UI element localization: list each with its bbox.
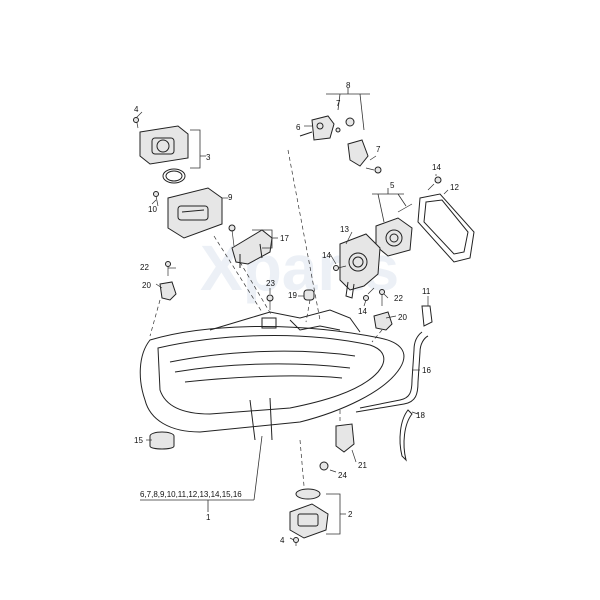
bolt-lower xyxy=(293,537,299,546)
lamp-module xyxy=(375,203,413,257)
wiring-loom xyxy=(359,331,423,409)
support-bracket xyxy=(228,224,273,268)
callout-24: 24 xyxy=(338,471,347,480)
callout-17: 17 xyxy=(280,234,289,243)
callout-4-upper: 4 xyxy=(134,105,139,114)
callout-16: 16 xyxy=(422,366,431,375)
screw-right-22 xyxy=(379,289,385,306)
callout-14-mid-left: 14 xyxy=(322,251,331,260)
callout-11: 11 xyxy=(422,287,431,296)
module-holder xyxy=(339,233,381,299)
callout-23: 23 xyxy=(266,279,275,288)
callout-3: 3 xyxy=(206,153,211,162)
holder-right-20 xyxy=(373,311,393,331)
screw-left-22 xyxy=(165,261,171,276)
callout-21: 21 xyxy=(358,461,367,470)
bolt-upper xyxy=(133,117,139,129)
vent-hose xyxy=(399,409,413,462)
callout-20-right: 20 xyxy=(398,313,407,322)
callout-9: 9 xyxy=(228,193,233,202)
socket-21 xyxy=(335,423,355,453)
callout-1: 1 xyxy=(206,513,211,522)
actuator-clip xyxy=(335,117,382,174)
screw-mid-left xyxy=(333,265,339,271)
rear-cover xyxy=(417,193,475,263)
callout-7-lower: 7 xyxy=(376,145,381,154)
callout-14-mid-right: 14 xyxy=(358,307,367,316)
callout-22-right: 22 xyxy=(394,294,403,303)
mounting-bracket xyxy=(153,187,223,239)
plug-19 xyxy=(303,289,315,301)
callout-4-lower: 4 xyxy=(280,536,285,545)
leveling-actuator xyxy=(299,115,335,141)
callout-6: 6 xyxy=(296,123,301,132)
cover-cap xyxy=(149,431,175,450)
callout-22-left: 22 xyxy=(140,263,149,272)
callout-2: 2 xyxy=(348,510,353,519)
screw-upper xyxy=(434,176,442,184)
callout-19: 19 xyxy=(288,291,297,300)
retaining-clip xyxy=(421,305,433,327)
screw-mid-right xyxy=(363,295,369,301)
group-parts-list: 6,7,8,9,10,11,12,13,14,15,16 xyxy=(140,490,242,499)
callout-15: 15 xyxy=(134,436,143,445)
callout-7-upper: 7 xyxy=(336,99,341,108)
callout-12: 12 xyxy=(450,183,459,192)
callout-8: 8 xyxy=(346,81,351,90)
callout-13: 13 xyxy=(340,225,349,234)
callout-18: 18 xyxy=(416,411,425,420)
callout-5: 5 xyxy=(390,181,395,190)
ignitor-unit xyxy=(289,488,329,539)
holder-left-20 xyxy=(159,281,177,301)
callout-20-left: 20 xyxy=(142,281,151,290)
callout-10: 10 xyxy=(148,205,157,214)
callout-14-upper: 14 xyxy=(432,163,441,172)
screw-23 xyxy=(266,294,274,310)
screw-24 xyxy=(319,461,329,471)
headlamp-housing xyxy=(139,309,405,441)
control-unit xyxy=(139,125,189,184)
